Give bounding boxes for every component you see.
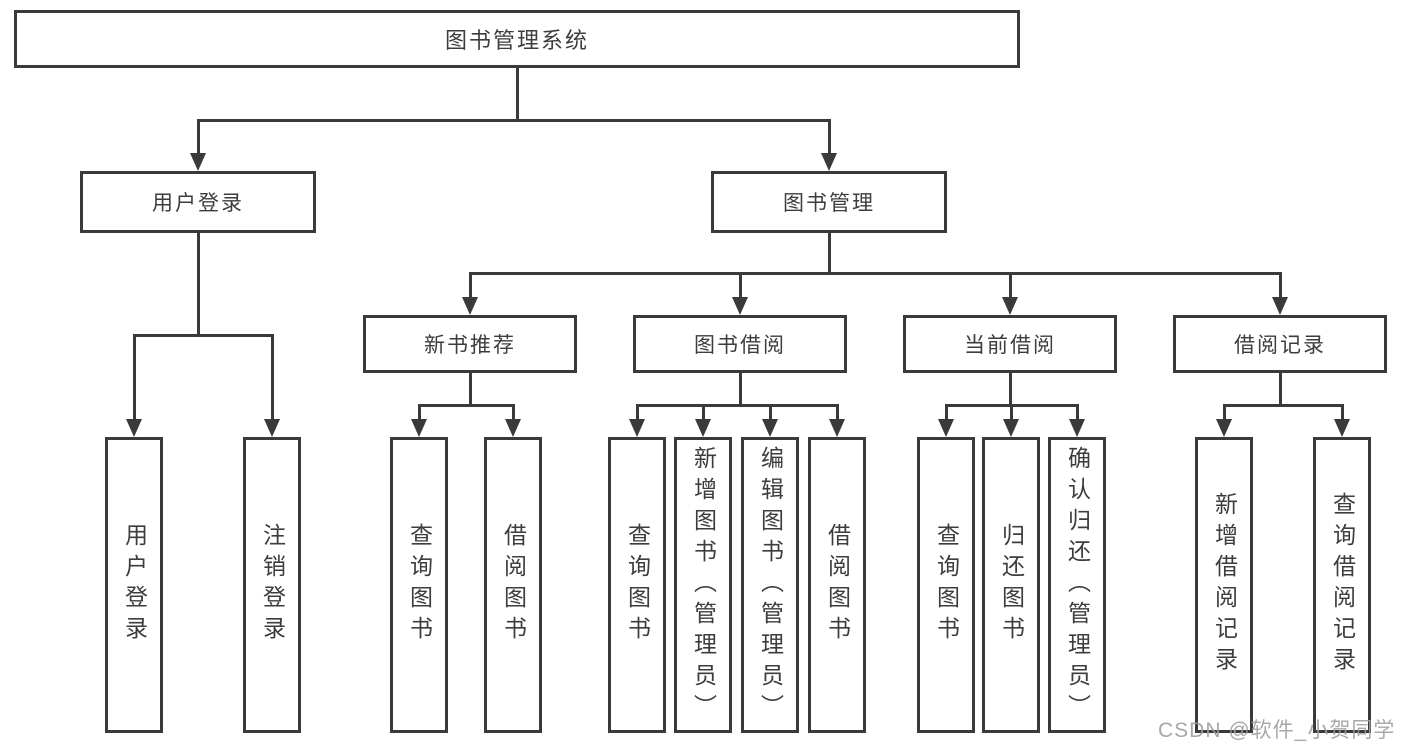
node-user-login: 用户登录: [80, 171, 316, 233]
node-borrow-records: 借阅记录: [1173, 315, 1387, 373]
connector-line: [469, 373, 472, 407]
leaf-logout: 注销登录: [243, 437, 301, 733]
connector-line: [702, 404, 705, 422]
connector-line: [636, 404, 639, 422]
leaf-query-borrow-record: 查询借阅记录: [1313, 437, 1371, 733]
connector-line: [133, 334, 274, 337]
connector-line: [469, 272, 472, 300]
arrowhead-icon: [1272, 297, 1288, 315]
arrowhead-icon: [190, 153, 206, 171]
arrowhead-icon: [462, 297, 478, 315]
arrowhead-icon: [1002, 297, 1018, 315]
arrowhead-icon: [411, 419, 427, 437]
connector-line: [739, 373, 742, 407]
leaf-confirm-return-admin: 确认归还（管理员）: [1048, 437, 1106, 733]
leaf-add-borrow-record: 新增借阅记录: [1195, 437, 1253, 733]
arrowhead-icon: [1069, 419, 1085, 437]
connector-line: [418, 404, 515, 407]
arrowhead-icon: [1216, 419, 1232, 437]
connector-line: [516, 68, 519, 122]
leaf-query-books-1: 查询图书: [390, 437, 448, 733]
arrowhead-icon: [126, 419, 142, 437]
connector-line: [271, 334, 274, 422]
arrowhead-icon: [1003, 419, 1019, 437]
arrowhead-icon: [732, 297, 748, 315]
connector-line: [836, 404, 839, 422]
arrowhead-icon: [821, 153, 837, 171]
node-book-borrow: 图书借阅: [633, 315, 847, 373]
arrowhead-icon: [829, 419, 845, 437]
connector-line: [1341, 404, 1344, 422]
connector-line: [636, 404, 839, 407]
arrowhead-icon: [505, 419, 521, 437]
connector-line: [1009, 373, 1012, 407]
connector-line: [945, 404, 948, 422]
connector-line: [1279, 373, 1282, 407]
arrowhead-icon: [629, 419, 645, 437]
connector-line: [1279, 272, 1282, 300]
leaf-query-books-3: 查询图书: [917, 437, 975, 733]
connector-line: [1223, 404, 1226, 422]
connector-line: [469, 272, 1282, 275]
connector-line: [1009, 272, 1012, 300]
connector-line: [197, 119, 831, 122]
node-book-management: 图书管理: [711, 171, 947, 233]
connector-line: [828, 233, 831, 275]
connector-line: [512, 404, 515, 422]
leaf-user-login: 用户登录: [105, 437, 163, 733]
connector-line: [133, 334, 136, 422]
arrowhead-icon: [938, 419, 954, 437]
connector-line: [769, 404, 772, 422]
leaf-borrow-books-1: 借阅图书: [484, 437, 542, 733]
leaf-return-book: 归还图书: [982, 437, 1040, 733]
connector-line: [1010, 404, 1013, 422]
connector-line: [739, 272, 742, 300]
arrowhead-icon: [695, 419, 711, 437]
leaf-add-book-admin: 新增图书（管理员）: [674, 437, 732, 733]
arrowhead-icon: [762, 419, 778, 437]
leaf-borrow-books-2: 借阅图书: [808, 437, 866, 733]
connector-line: [1076, 404, 1079, 422]
connector-line: [418, 404, 421, 422]
connector-line: [197, 233, 200, 337]
node-root-system: 图书管理系统: [14, 10, 1020, 68]
leaf-edit-book-admin: 编辑图书（管理员）: [741, 437, 799, 733]
node-current-borrow: 当前借阅: [903, 315, 1117, 373]
connector-line: [1223, 404, 1344, 407]
connector-line: [828, 119, 831, 157]
arrowhead-icon: [264, 419, 280, 437]
connector-line: [197, 119, 200, 157]
leaf-query-books-2: 查询图书: [608, 437, 666, 733]
csdn-watermark: CSDN @软件_小贺同学: [1158, 719, 1396, 742]
arrowhead-icon: [1334, 419, 1350, 437]
node-new-book-recommend: 新书推荐: [363, 315, 577, 373]
